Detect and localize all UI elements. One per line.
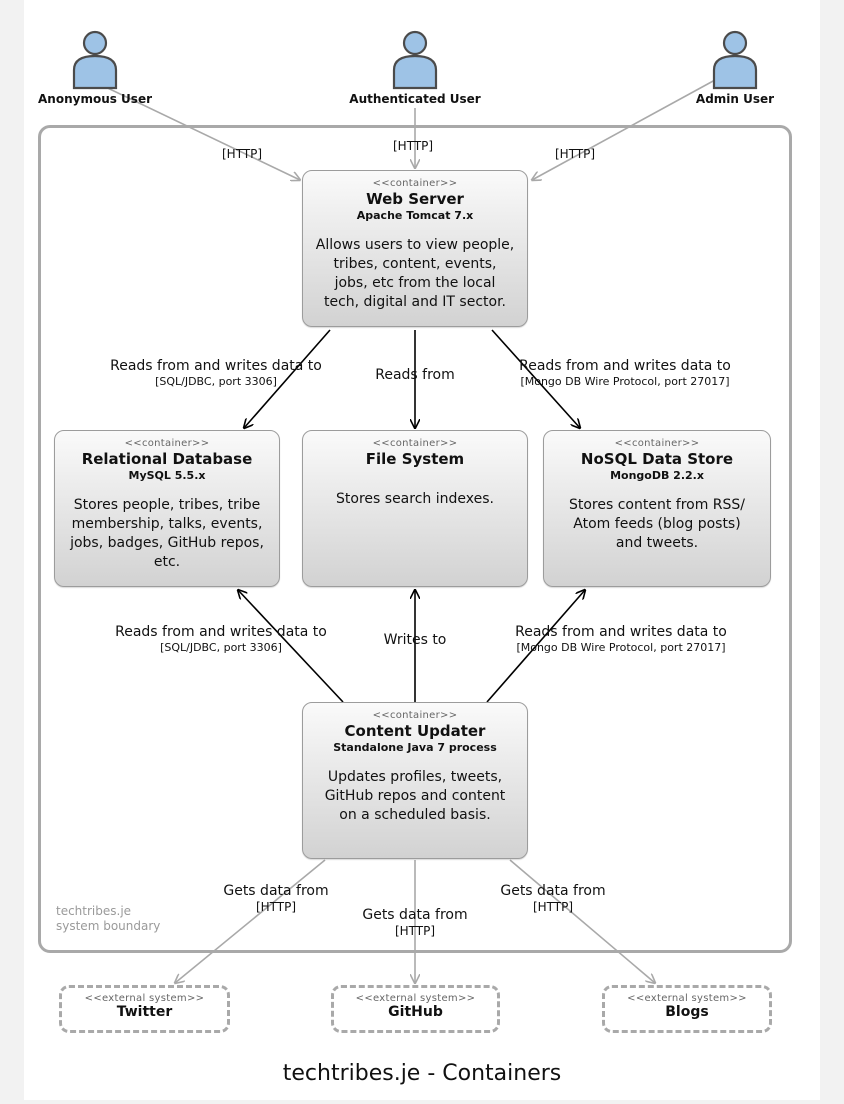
desc-line: jobs, etc from the local (334, 275, 496, 291)
container-stereotype: <<container>> (614, 438, 700, 449)
external-name: Twitter (116, 1004, 173, 1020)
desc-line: GitHub repos and content (324, 788, 506, 804)
container-description: Stores content from RSS/ Atom feeds (blo… (550, 496, 764, 553)
external-system-github[interactable]: <<external system>> GitHub (331, 985, 500, 1033)
label-updater-fs: Writes to (364, 631, 466, 649)
desc-line: and tweets. (615, 535, 699, 551)
relation-description: Reads from and writes data to (115, 624, 327, 640)
container-name: Content Updater (344, 722, 486, 740)
actor-label: Admin User (695, 92, 775, 106)
container-web-server[interactable]: <<container>> Web Server Apache Tomcat 7… (302, 170, 528, 327)
container-description: Stores people, tribes, tribe membership,… (61, 496, 273, 572)
external-name: GitHub (388, 1004, 443, 1020)
relation-description: Reads from (375, 367, 455, 383)
container-stereotype: <<container>> (372, 178, 458, 189)
relation-tech: [HTTP] (222, 147, 263, 161)
container-name: File System (365, 450, 465, 468)
relation-tech: [Mongo DB Wire Protocol, port 27017] (520, 375, 730, 388)
desc-line: tech, digital and IT sector. (323, 294, 507, 310)
desc-line: Atom feeds (blog posts) (573, 516, 741, 532)
container-tech: Apache Tomcat 7.x (356, 209, 474, 222)
person-icon (72, 30, 118, 90)
person-icon (712, 30, 758, 90)
relation-tech: [SQL/JDBC, port 3306] (160, 641, 282, 654)
desc-line: on a scheduled basis. (339, 807, 491, 823)
relation-tech: [HTTP] (255, 900, 297, 914)
label-updater-github: Gets data from [HTTP] (349, 906, 481, 938)
container-file-system[interactable]: <<container>> File System Stores search … (302, 430, 528, 587)
actor-authenticated-user[interactable]: Authenticated User (335, 30, 495, 106)
container-stereotype: <<container>> (372, 710, 458, 721)
label-admin-http: [HTTP] (555, 143, 595, 162)
relation-description: Reads from and writes data to (515, 624, 727, 640)
diagram-title: techtribes.je - Containers (282, 1061, 562, 1086)
label-updater-rdb: Reads from and writes data to [SQL/JDBC,… (103, 623, 339, 655)
container-description: Allows users to view people, tribes, con… (309, 236, 521, 312)
container-nosql-data-store[interactable]: <<container>> NoSQL Data Store MongoDB 2… (543, 430, 771, 587)
system-boundary (38, 125, 792, 953)
label-webserver-nosql: Reads from and writes data to [Mongo DB … (500, 357, 750, 389)
system-boundary-label: techtribes.je system boundary (56, 904, 160, 934)
desc-line: Allows users to view people, (315, 237, 515, 253)
relation-description: Reads from and writes data to (519, 358, 731, 374)
container-tech: MongoDB 2.2.x (610, 469, 704, 482)
relation-tech: [HTTP] (394, 924, 436, 938)
desc-line: membership, talks, events, (71, 516, 263, 532)
desc-line: Stores people, tribes, tribe (73, 497, 261, 513)
external-name: Blogs (665, 1004, 709, 1020)
label-webserver-rdb: Reads from and writes data to [SQL/JDBC,… (98, 357, 334, 389)
label-updater-twitter: Gets data from [HTTP] (210, 882, 342, 914)
external-stereotype: <<external system>> (355, 993, 476, 1004)
actor-admin-user[interactable]: Admin User (655, 30, 815, 106)
desc-line: Stores content from RSS/ (568, 497, 746, 513)
external-system-twitter[interactable]: <<external system>> Twitter (59, 985, 230, 1033)
relation-description: Gets data from (362, 907, 468, 923)
relation-tech: [HTTP] (532, 900, 574, 914)
external-system-blogs[interactable]: <<external system>> Blogs (602, 985, 772, 1033)
actor-label: Authenticated User (349, 92, 481, 106)
container-stereotype: <<container>> (372, 438, 458, 449)
container-description: Stores search indexes. (309, 490, 521, 509)
relation-description: Gets data from (500, 883, 606, 899)
boundary-label-line1: techtribes.je (56, 904, 132, 918)
actor-label: Anonymous User (38, 92, 152, 106)
label-updater-blogs: Gets data from [HTTP] (487, 882, 619, 914)
boundary-label-line2: system boundary (56, 919, 161, 933)
container-tech: Standalone Java 7 process (333, 741, 497, 754)
external-stereotype: <<external system>> (627, 993, 747, 1004)
container-stereotype: <<container>> (124, 438, 210, 449)
container-description: Updates profiles, tweets, GitHub repos a… (309, 768, 521, 825)
desc-line: Updates profiles, tweets, (327, 769, 503, 785)
label-auth-http: [HTTP] (393, 135, 433, 154)
relation-tech: [Mongo DB Wire Protocol, port 27017] (516, 641, 726, 654)
label-webserver-fs: Reads from (364, 366, 466, 384)
desc-line: tribes, content, events, (333, 256, 497, 272)
relation-description: Writes to (383, 632, 447, 648)
relation-tech: [HTTP] (393, 139, 434, 153)
container-name: Web Server (366, 190, 464, 208)
desc-line: etc. (153, 554, 181, 570)
label-anon-http: [HTTP] (222, 143, 262, 162)
relation-description: Gets data from (223, 883, 329, 899)
relation-description: Reads from and writes data to (110, 358, 322, 374)
container-name: Relational Database (81, 450, 253, 468)
actor-anonymous-user[interactable]: Anonymous User (15, 30, 175, 106)
container-relational-database[interactable]: <<container>> Relational Database MySQL … (54, 430, 280, 587)
label-updater-nosql: Reads from and writes data to [Mongo DB … (495, 623, 747, 655)
container-content-updater[interactable]: <<container>> Content Updater Standalone… (302, 702, 528, 859)
relation-tech: [HTTP] (555, 147, 596, 161)
container-tech: MySQL 5.5.x (128, 469, 206, 482)
relation-tech: [SQL/JDBC, port 3306] (155, 375, 277, 388)
person-icon (392, 30, 438, 90)
external-stereotype: <<external system>> (84, 993, 205, 1004)
desc-line: Stores search indexes. (336, 491, 494, 507)
desc-line: jobs, badges, GitHub repos, (70, 535, 264, 551)
container-name: NoSQL Data Store (580, 450, 734, 468)
